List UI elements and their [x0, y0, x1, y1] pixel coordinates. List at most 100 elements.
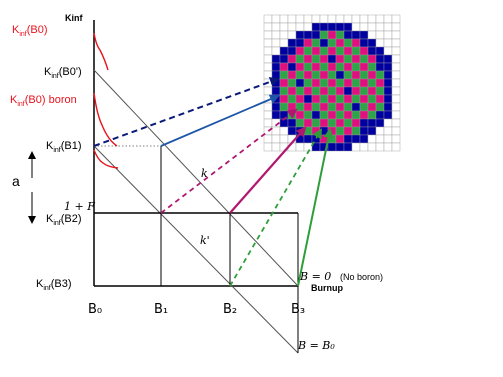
core-cell	[335, 38, 345, 48]
core-cell	[319, 46, 329, 56]
label-kinf-b0-prime: Kinf(B0')	[44, 66, 82, 80]
core-cell	[295, 102, 305, 112]
core-cell	[327, 94, 337, 104]
core-cell	[327, 110, 337, 120]
core-cell	[263, 14, 273, 24]
core-cell	[383, 70, 393, 80]
core-cell	[343, 94, 353, 104]
core-cell	[335, 30, 345, 40]
core-cell	[367, 142, 377, 152]
core-cell	[367, 30, 377, 40]
core-cell	[391, 22, 401, 32]
core-cell	[359, 142, 369, 152]
core-cell	[295, 118, 305, 128]
core-cell	[263, 70, 273, 80]
label-kinf-b3: Kinf(B3)	[36, 278, 72, 292]
red-curve-upper	[93, 32, 109, 71]
core-cell	[351, 14, 361, 24]
core-cell	[351, 54, 361, 64]
core-cell	[351, 118, 361, 128]
core-cell	[311, 86, 321, 96]
core-cell	[295, 30, 305, 40]
core-cell	[303, 78, 313, 88]
core-cell	[319, 110, 329, 120]
core-cell	[335, 78, 345, 88]
core-cell	[343, 14, 353, 24]
core-cell	[263, 46, 273, 56]
core-cell	[327, 38, 337, 48]
core-cell	[367, 94, 377, 104]
core-cell	[295, 78, 305, 88]
core-cell	[351, 70, 361, 80]
core-cell	[343, 38, 353, 48]
core-cell	[383, 126, 393, 136]
core-cell	[303, 70, 313, 80]
core-cell	[279, 62, 289, 72]
core-cell	[375, 126, 385, 136]
core-cell	[335, 54, 345, 64]
core-cell	[367, 62, 377, 72]
core-cell	[383, 142, 393, 152]
core-cell	[319, 22, 329, 32]
core-cell	[311, 22, 321, 32]
arrow-green-solid	[297, 128, 334, 287]
core-cell	[343, 46, 353, 56]
core-cell	[319, 14, 329, 24]
core-cell	[263, 38, 273, 48]
core-cell	[279, 30, 289, 40]
core-cell	[359, 94, 369, 104]
core-cell	[375, 30, 385, 40]
core-cell	[383, 118, 393, 128]
core-cell	[367, 118, 377, 128]
core-cell	[311, 110, 321, 120]
core-cell	[375, 14, 385, 24]
core-cell	[391, 142, 401, 152]
y-axis-title: Kinf	[65, 13, 83, 23]
core-cell	[303, 62, 313, 72]
core-cell	[263, 102, 273, 112]
core-cell	[327, 22, 337, 32]
core-cell	[263, 110, 273, 120]
core-loading-map	[263, 14, 401, 152]
core-cell	[263, 118, 273, 128]
core-cell	[271, 110, 281, 120]
core-cell	[391, 78, 401, 88]
core-cell	[359, 14, 369, 24]
label-b-eq-0: B = 0	[299, 270, 331, 283]
core-cell	[303, 142, 313, 152]
core-cell	[327, 102, 337, 112]
core-cell	[375, 38, 385, 48]
core-cell	[263, 54, 273, 64]
core-cell	[375, 62, 385, 72]
core-cell	[391, 38, 401, 48]
x-tick-b2: B₂	[223, 302, 237, 317]
core-cell	[343, 110, 353, 120]
core-cell	[271, 142, 281, 152]
x-tick-b3: B₃	[291, 302, 305, 317]
core-cell	[351, 134, 361, 144]
core-cell	[327, 46, 337, 56]
core-cell	[367, 126, 377, 136]
core-cell	[319, 78, 329, 88]
core-cell	[335, 86, 345, 96]
core-cell	[343, 102, 353, 112]
core-cell	[335, 14, 345, 24]
core-cell	[271, 126, 281, 136]
core-cell	[295, 62, 305, 72]
core-cell	[279, 78, 289, 88]
core-cell	[383, 86, 393, 96]
core-cell	[391, 30, 401, 40]
core-cell	[367, 14, 377, 24]
core-cell	[375, 118, 385, 128]
core-cell	[287, 46, 297, 56]
core-cell	[327, 78, 337, 88]
core-cell	[367, 134, 377, 144]
label-kinf-b1: Kinf(B1)	[46, 140, 82, 154]
core-cell	[271, 22, 281, 32]
core-cell	[279, 38, 289, 48]
core-cell	[287, 118, 297, 128]
arrow-magenta-dashed	[160, 108, 298, 214]
core-cell	[383, 134, 393, 144]
core-cell	[367, 70, 377, 80]
